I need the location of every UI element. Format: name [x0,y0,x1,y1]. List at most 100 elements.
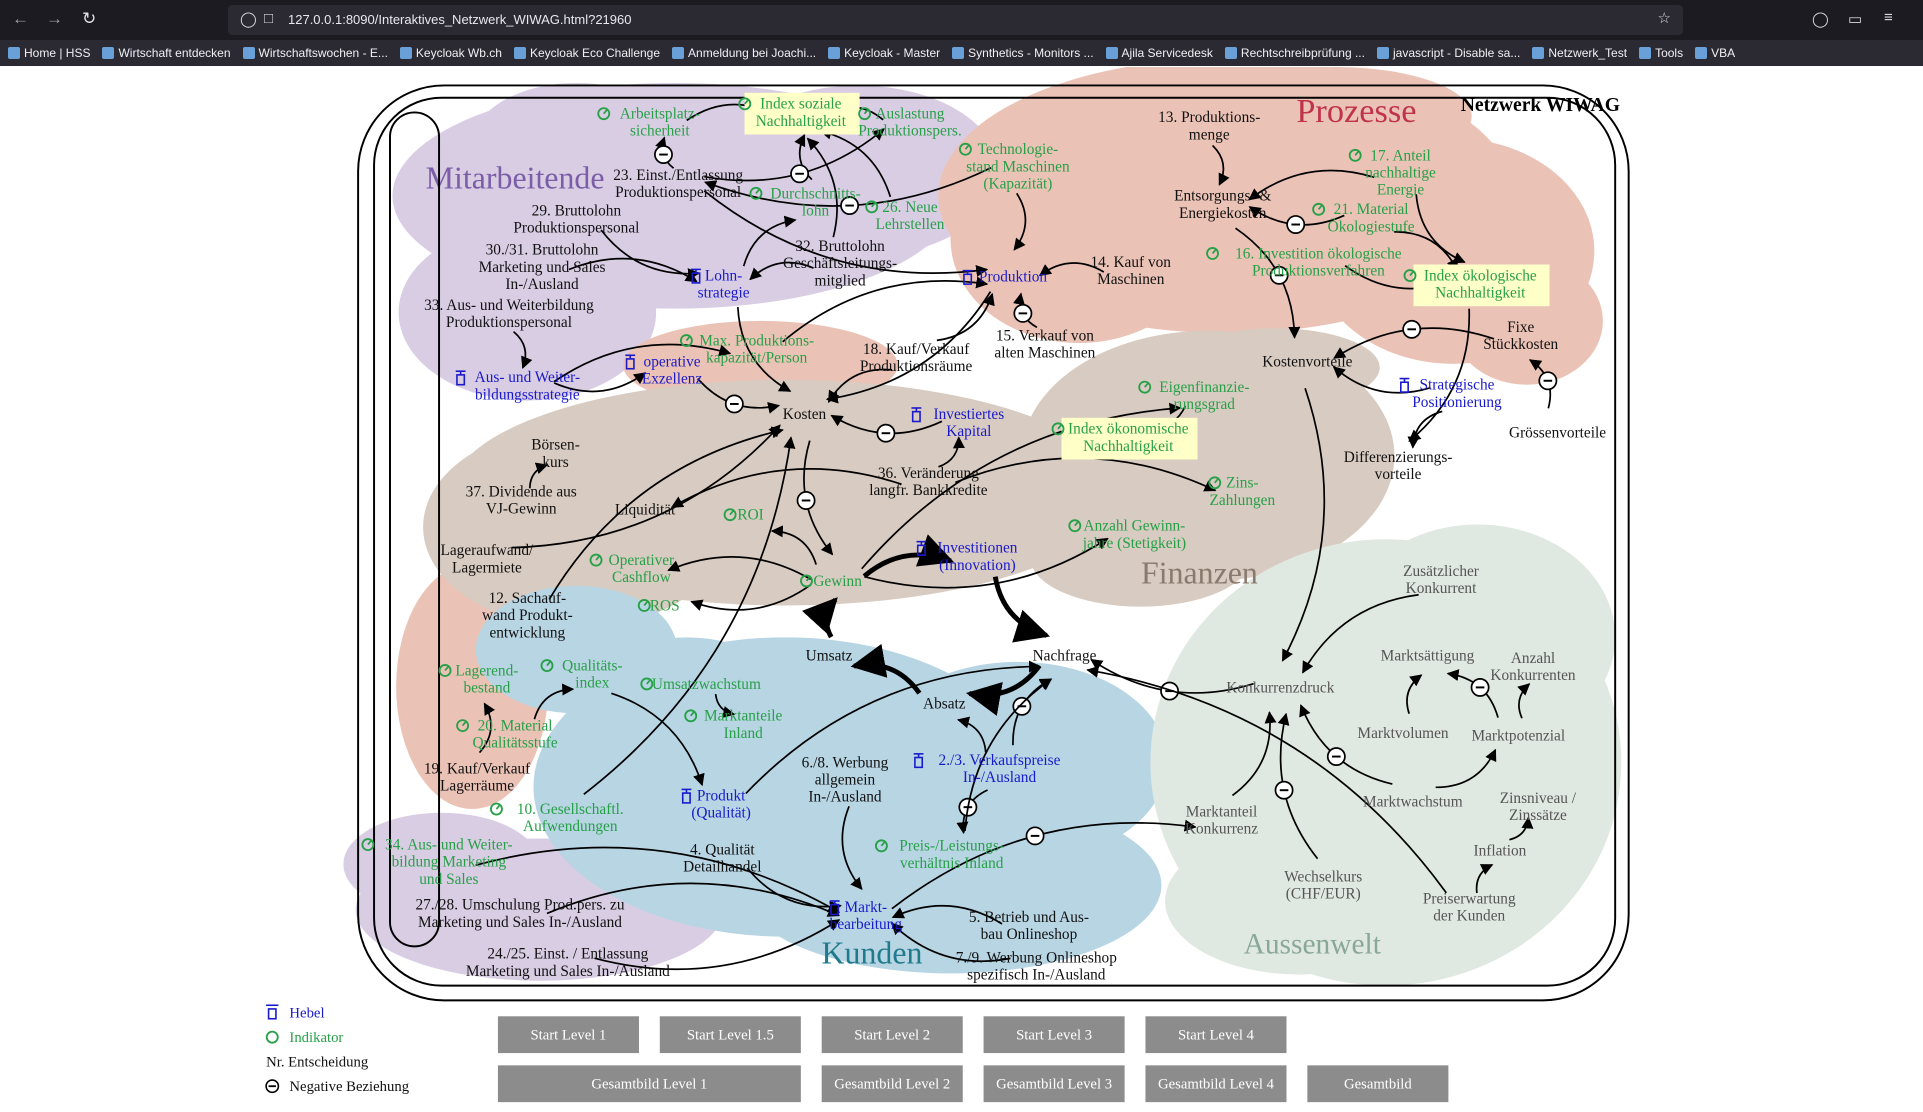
extensions-icon[interactable]: ▭ [1848,11,1863,28]
bookmark-item[interactable]: VBA [1695,46,1735,60]
node-eigenfin[interactable]: Eigenfinanzie-rungsgrad [1138,379,1249,413]
node-arbeitsplatz[interactable]: Arbeitsplatz-sicherheit [597,106,700,140]
node-wechselkurs[interactable]: Wechselkurs(CHF/EUR) [1284,868,1362,902]
bookmark-item[interactable]: Keycloak Wb.ch [399,46,502,60]
node-liquid[interactable]: Liquidität [615,502,676,519]
node-d12[interactable]: 12. Sachauf-wand Produkt-entwicklung [482,590,573,641]
url-bar[interactable]: ◯ □ 127.0.0.1:8090/Interaktives_Netzwerk… [228,5,1683,35]
pocket-icon[interactable]: ◯ [1812,11,1829,28]
node-ros[interactable]: ROS [637,597,680,614]
node-kosten[interactable]: Kosten [783,406,827,423]
node-maxprod[interactable]: Max. Produktions-kapazität/Person [679,332,814,367]
bookmark-item[interactable]: javascript - Disable sa... [1376,46,1520,60]
node-absatz[interactable]: Absatz [923,695,966,712]
node-d34[interactable]: 34. Aus- und Weiter-bildung Marketingund… [361,836,513,888]
node-nachfrage[interactable]: Nachfrage [1033,648,1097,665]
node-d5[interactable]: 5. Betrieb und Aus-bau Onlineshop [969,909,1089,943]
start-level-button[interactable]: Start Level 3 [983,1016,1125,1054]
node-investitionen[interactable]: Investitionen(Innovation) [916,540,1018,574]
node-technologie[interactable]: Technologie-stand Maschinen(Kapazität) [958,141,1070,192]
node-preisleist[interactable]: Preis-/Leistungs-verhältnis Inland [874,838,1004,872]
gesamtbild-button[interactable]: Gesamtbild Level 4 [1145,1065,1287,1103]
bookmark-item[interactable]: Keycloak - Master [828,46,940,60]
bookmark-star-icon[interactable]: ☆ [1657,10,1671,27]
gesamtbild-button[interactable]: Gesamtbild Level 1 [497,1065,801,1103]
bookmark-item[interactable]: Wirtschaft entdecken [102,46,231,60]
node-boersen[interactable]: Börsen-kurs [531,437,580,471]
node-lagerend[interactable]: Lagerend-bestand [438,662,519,697]
bookmark-item[interactable]: Home | HSS [8,46,90,60]
node-umsatz[interactable]: Umsatz [806,648,853,665]
node-ausweiter[interactable]: Aus- und Weiter-bildungsstrategie [455,369,580,403]
node-inflation[interactable]: Inflation [1474,843,1527,860]
node-anzgewinn[interactable]: Anzahl Gewinn-jahre (Stetigkeit) [1068,518,1186,552]
node-durchschnitt[interactable]: Durchschnitts-lohn [749,185,861,219]
bookmark-item[interactable]: Synthetics - Monitors ... [952,46,1094,60]
node-marktbearb[interactable]: Markt-bearbeitung [830,899,903,933]
start-level-button[interactable]: Start Level 2 [821,1016,963,1054]
node-marktvol[interactable]: Marktvolumen [1357,725,1448,742]
url-text[interactable]: 127.0.0.1:8090/Interaktives_Netzwerk_WIW… [288,12,632,27]
node-d16[interactable]: 16. Investition ökologischeProduktionsve… [1206,245,1402,280]
node-qualind[interactable]: Qualitäts-index [540,657,623,692]
gesamtbild-button[interactable]: Gesamtbild [1307,1065,1449,1103]
node-entsorgung[interactable]: Entsorgungs- &Energiekosten [1174,188,1271,222]
bookmark-item[interactable]: Wirtschaftswochen - E... [242,46,388,60]
node-zins[interactable]: Zins-Zahlungen [1208,475,1275,509]
node-produkt[interactable]: Produkt(Qualität) [681,787,751,822]
bookmark-item[interactable]: Rechtschreibprüfung ... [1224,46,1365,60]
bookmark-item[interactable]: Tools [1639,46,1683,60]
shield-icon[interactable]: ◯ [240,11,257,28]
reload-icon[interactable]: ↻ [82,9,97,28]
node-umsatzw[interactable]: Umsatzwachstum [640,676,761,693]
start-level-button[interactable]: Start Level 4 [1145,1016,1287,1054]
start-level-button[interactable]: Start Level 1 [497,1016,639,1054]
menu-icon[interactable]: ≡ [1884,9,1893,26]
start-level-button[interactable]: Start Level 1.5 [659,1016,801,1054]
back-icon[interactable]: ← [12,9,29,28]
node-kostenvorteile[interactable]: Kostenvorteile [1262,353,1352,370]
node-groessen[interactable]: Grössenvorteile [1509,424,1606,441]
bookmark-item[interactable]: Keycloak Eco Challenge [513,46,660,60]
node-roi[interactable]: ROI [723,507,764,524]
forward-icon[interactable]: → [46,9,63,28]
gesamtbild-button[interactable]: Gesamtbild Level 2 [821,1065,963,1103]
node-d33[interactable]: 33. Aus- und WeiterbildungProduktionsper… [424,297,594,331]
node-lageraufwand[interactable]: Lageraufwand/Lagermiete [440,542,534,576]
node-konkurrenzdruck[interactable]: Konkurrenzdruck [1226,680,1334,697]
node-d2728[interactable]: 27./28. Umschulung Prod.pers. zuMarketin… [415,897,624,931]
gesamtbild-button[interactable]: Gesamtbild Level 3 [983,1065,1125,1103]
bookmark-item[interactable]: Anmeldung bei Joachi... [672,46,816,60]
node-marktwachs[interactable]: Marktwachstum [1363,794,1463,811]
node-d10[interactable]: 10. Gesellschaftl.Aufwendungen [490,801,624,835]
node-gewinn[interactable]: Gewinn [800,573,862,590]
node-lohnstrategie[interactable]: Lohn-strategie [691,267,750,302]
node-marktsaett[interactable]: Marktsättigung [1381,648,1475,665]
bookmark-item[interactable]: Netzwerk_Test [1532,46,1627,60]
